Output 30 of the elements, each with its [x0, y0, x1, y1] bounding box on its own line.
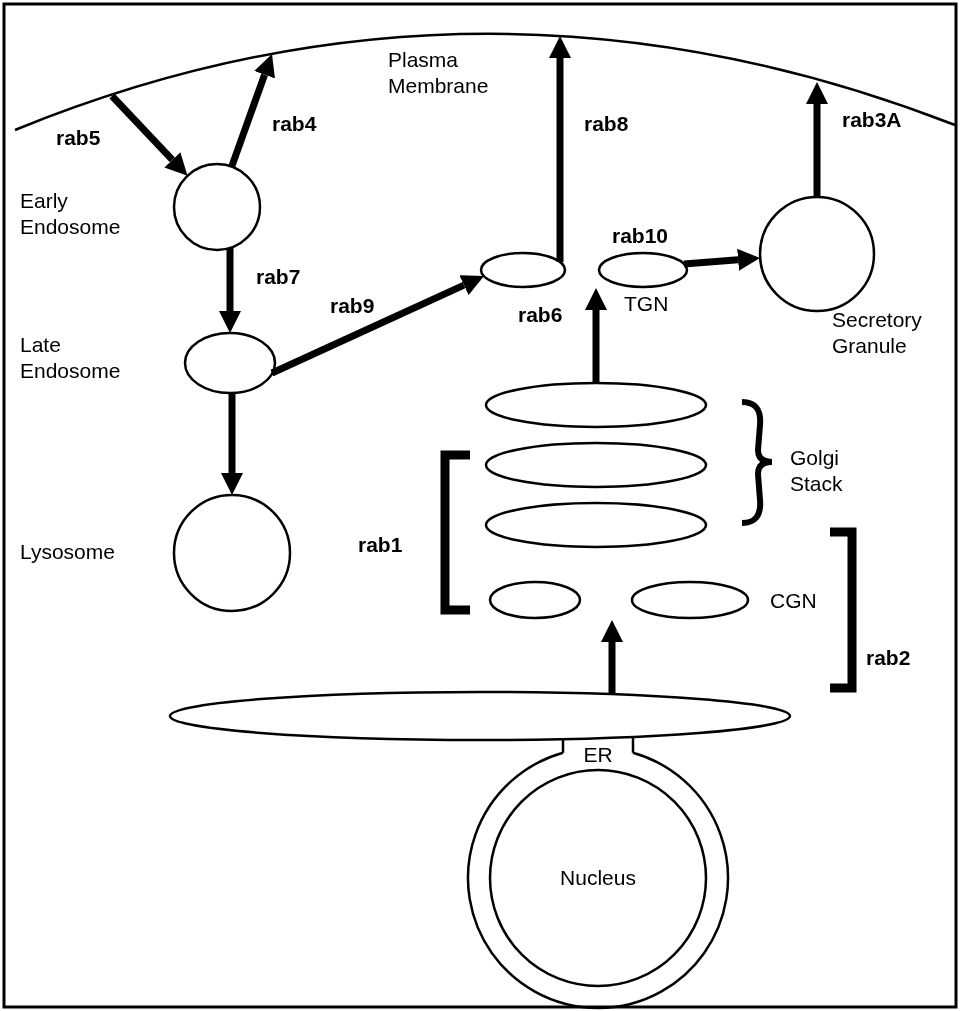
- arrow: [549, 36, 571, 262]
- arrow: [585, 288, 607, 383]
- edge-label: rab6: [518, 303, 563, 327]
- organelle-label: ER: [582, 742, 614, 768]
- edge-label: rab3A: [842, 108, 902, 132]
- organelle-label: Golgi Stack: [790, 445, 844, 497]
- edge-label: rab10: [612, 224, 669, 248]
- edge-label: rab4: [272, 112, 317, 136]
- organelle-label: Plasma Membrane: [388, 47, 490, 99]
- organelle-label: Secretory Granule: [832, 307, 923, 359]
- arrow: [228, 54, 275, 168]
- arrow: [806, 82, 828, 197]
- bracket-label: rab1: [358, 533, 403, 557]
- edge-label: rab7: [256, 265, 301, 289]
- arrow: [270, 275, 484, 377]
- organelle-label: CGN: [770, 588, 818, 614]
- arrow: [221, 393, 243, 495]
- arrow: [219, 248, 241, 333]
- arrow: [601, 620, 623, 694]
- arrow: [683, 248, 760, 271]
- organelle-label: Early Endosome: [20, 188, 122, 240]
- organelle-label: TGN: [624, 291, 670, 317]
- arrow: [109, 93, 188, 176]
- organelle-label: Nucleus: [559, 865, 637, 891]
- organelle-label: Late Endosome: [20, 332, 122, 384]
- edge-label: rab8: [584, 112, 629, 136]
- bracket-label: rab2: [866, 646, 911, 670]
- edge-label: rab5: [56, 126, 101, 150]
- edge-label: rab9: [330, 294, 375, 318]
- organelle-label: Lysosome: [20, 539, 116, 565]
